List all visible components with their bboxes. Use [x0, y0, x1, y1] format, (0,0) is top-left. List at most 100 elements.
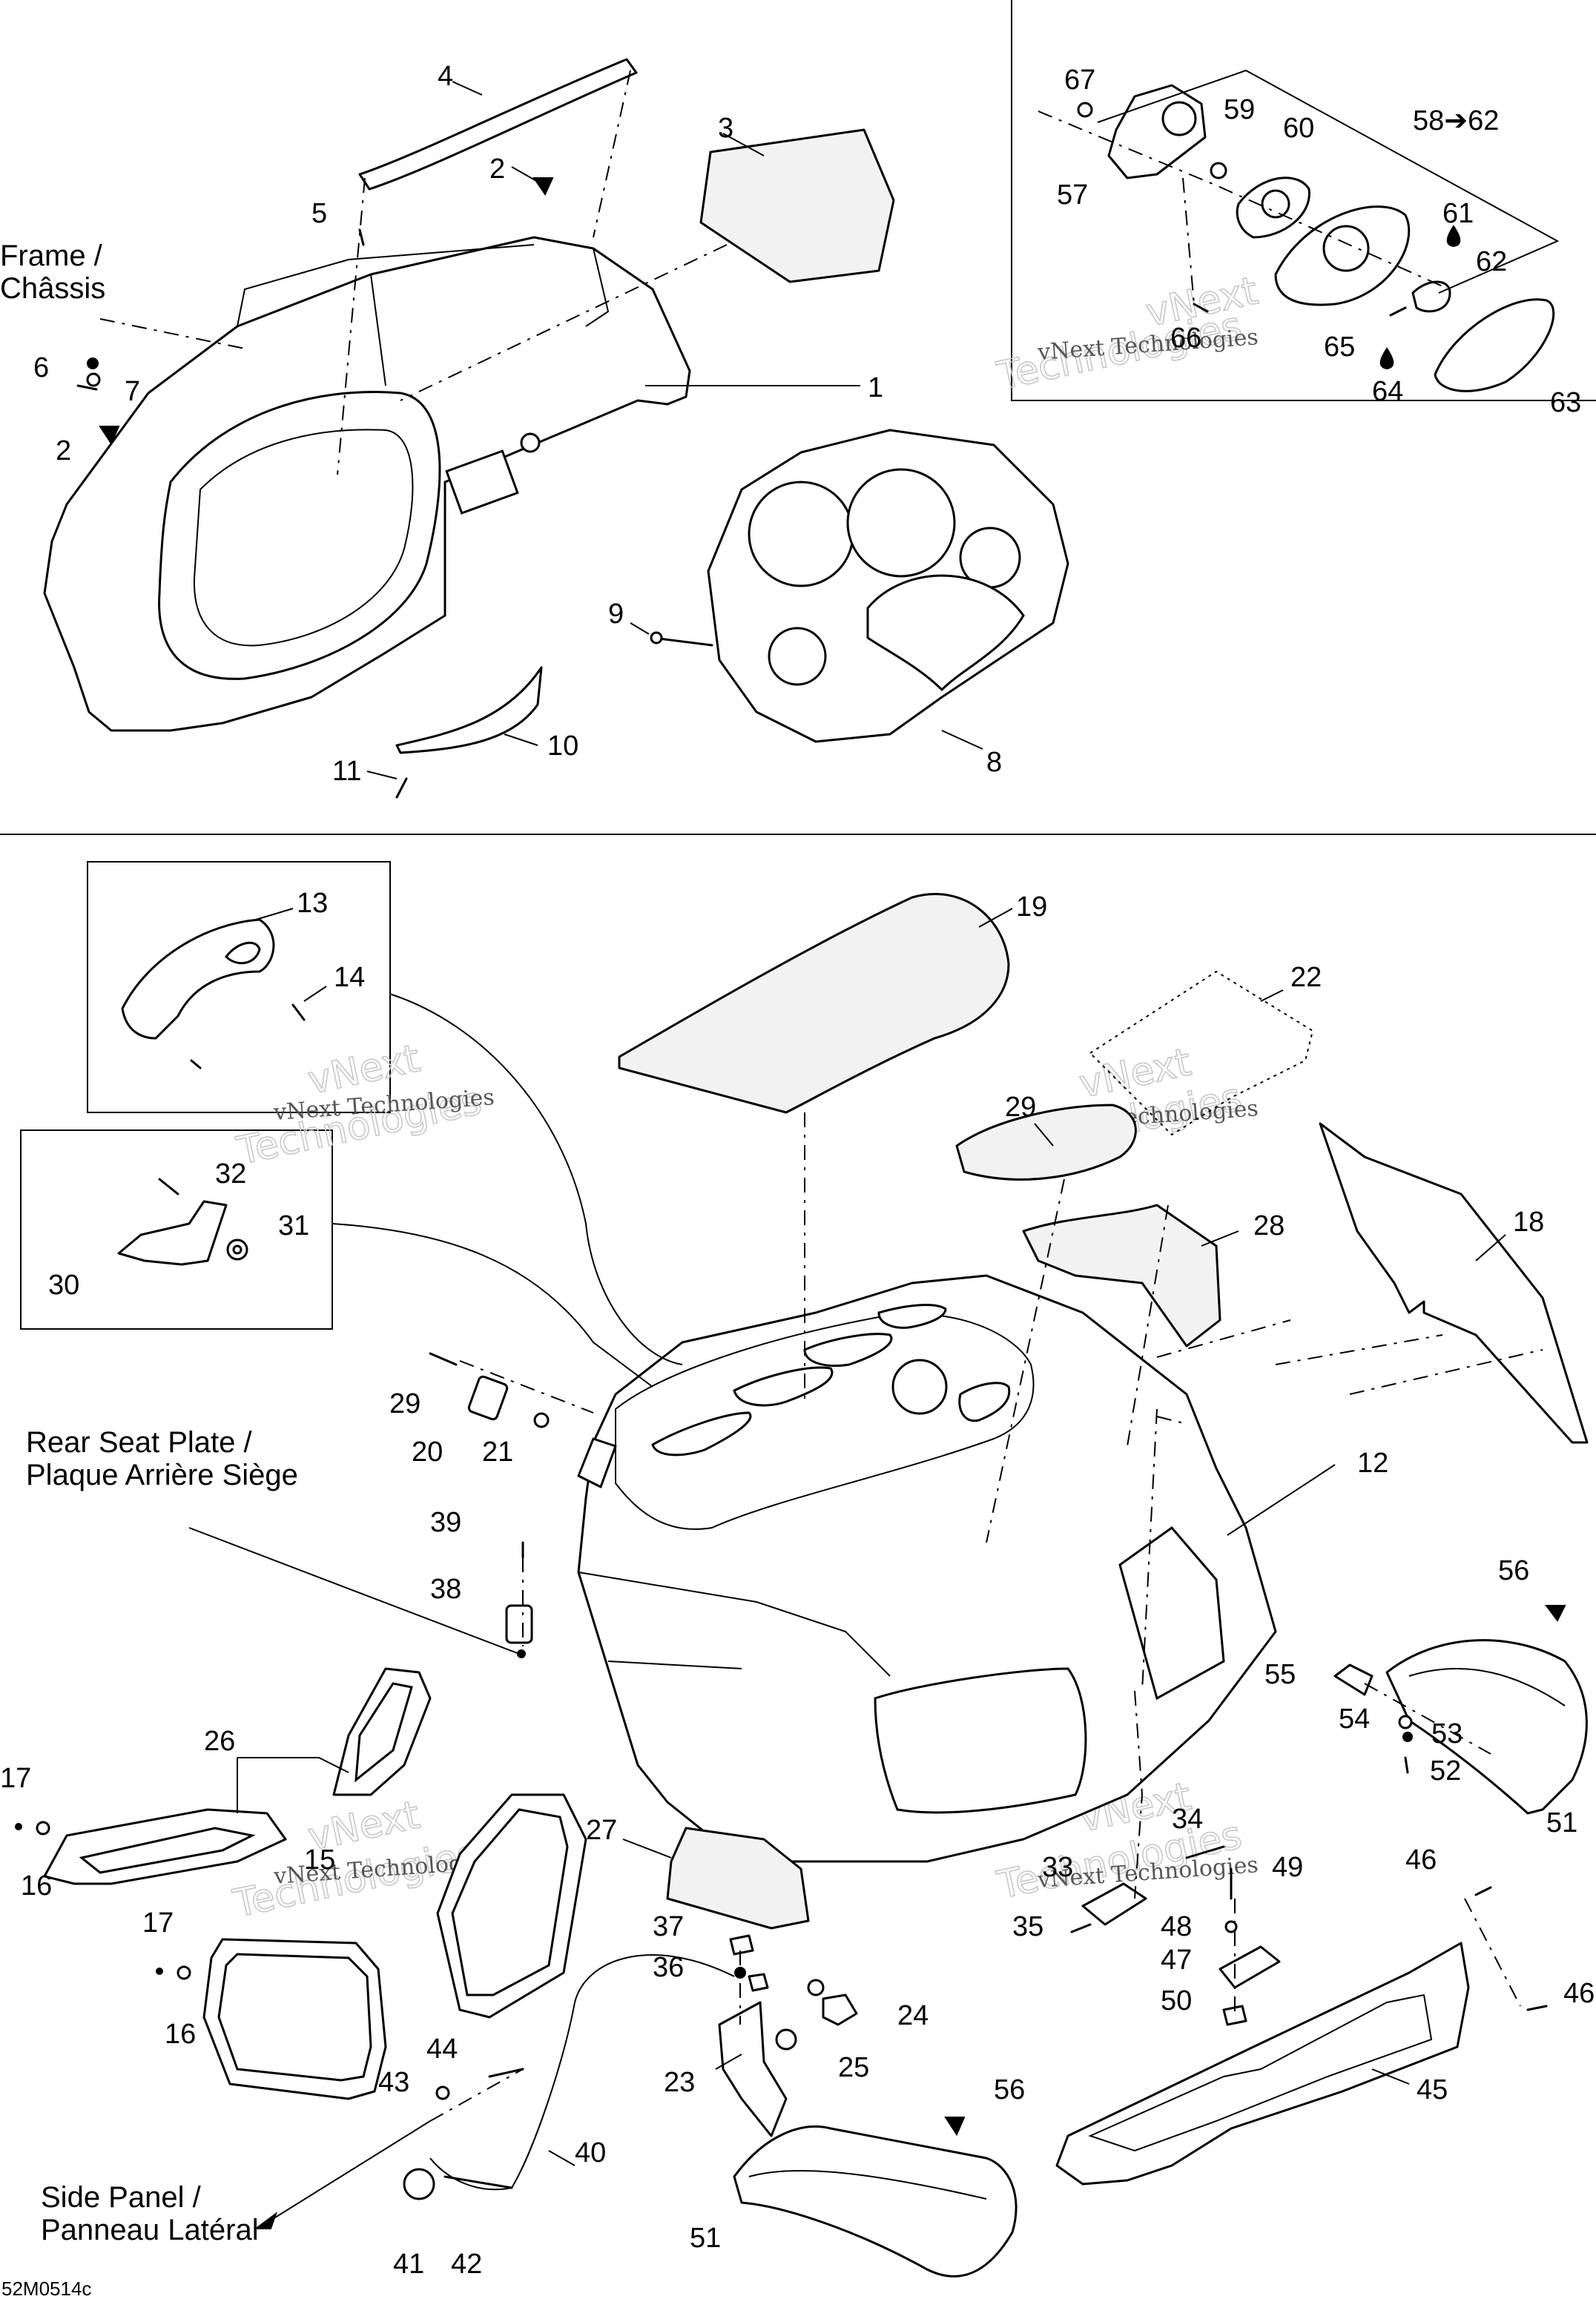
- part-12-slot-5: [958, 1382, 1011, 1422]
- part-1-dash-hole: [520, 432, 541, 453]
- part-26-scoop-a-inner: [79, 1827, 256, 1874]
- callout-50: 50: [1161, 1985, 1192, 2016]
- part-56-fastener-left: [944, 2117, 966, 2137]
- callout-21: 21: [482, 1437, 513, 1468]
- leader-26: [237, 1757, 349, 1813]
- part-12-slot-4: [877, 1304, 947, 1329]
- callout-60: 60: [1283, 113, 1314, 144]
- part-5-screw: [358, 228, 365, 246]
- rear-seat-label-line2: Plaque Arrière Siège: [26, 1459, 298, 1491]
- leader-4: [452, 81, 483, 96]
- part-12-seat-recess: [615, 1313, 1035, 1530]
- part-8-gauge-ring-2: [846, 468, 956, 578]
- part-54-washer: [1398, 1715, 1413, 1729]
- leader-rear-seat: [188, 1527, 520, 1655]
- part-51-bumper-left: [733, 2125, 1018, 2278]
- callout-63: 63: [1550, 387, 1581, 418]
- part-48-washer: [1224, 1920, 1238, 1933]
- callout-23: 23: [664, 2067, 695, 2098]
- part-1-dash-opening: [158, 391, 441, 680]
- part-67-nut: [1077, 102, 1093, 118]
- leader-cover-curve: [389, 993, 683, 1365]
- part-51-bumper-right-edge: [1408, 1668, 1566, 1706]
- part-15-vent-b-inner: [217, 1953, 372, 2082]
- part-12-ledge: [578, 1572, 891, 1677]
- leader-28: [1201, 1230, 1239, 1247]
- frame-label-line2: Châssis: [0, 272, 105, 305]
- callout-34: 34: [1172, 1804, 1203, 1835]
- part-25-nut: [775, 2028, 797, 2051]
- callout-28: 28: [1253, 1210, 1285, 1241]
- part-12-rear-body: [577, 1274, 1277, 1863]
- part-2-fastener-a: [532, 177, 554, 197]
- part-34-pin: [1185, 1845, 1225, 1859]
- part-41-ring: [403, 2168, 435, 2200]
- leader-43-44-dash: [429, 2068, 524, 2122]
- callout-41: 41: [393, 2249, 424, 2280]
- part-4-grab-bar: [358, 58, 638, 191]
- callout-53: 53: [1431, 1718, 1463, 1749]
- part-22-sheet: [1089, 970, 1314, 1136]
- part-64-drop-icon: [1379, 347, 1394, 370]
- callout-64: 64: [1372, 376, 1403, 407]
- part-13-cover: [121, 918, 275, 1040]
- callout-47: 47: [1161, 1945, 1192, 1976]
- callout-1: 1: [868, 372, 883, 403]
- callout-43: 43: [378, 2067, 409, 2098]
- part-1-dash-edge: [237, 244, 535, 327]
- callout-8: 8: [986, 747, 1002, 778]
- callout-2: 2: [56, 435, 71, 466]
- part-6-nut: [87, 357, 99, 369]
- callout-20: 20: [412, 1437, 443, 1468]
- callout-29: 29: [1005, 1092, 1036, 1123]
- callout-5: 5: [311, 198, 327, 229]
- leader-bracket-curve: [332, 1223, 653, 1388]
- part-12-tab: [577, 1437, 617, 1488]
- part-12-slot-3: [803, 1333, 893, 1368]
- part-42-spring: [443, 2175, 513, 2189]
- leader-frame-dash: [99, 318, 245, 349]
- part-59-spring: [1210, 162, 1227, 179]
- part-17-pin-b: [156, 1968, 163, 1975]
- part-8-gauge-ring-4: [768, 627, 827, 686]
- leader-8: [941, 730, 983, 750]
- part-13-cover-inner: [225, 941, 261, 965]
- callout-42: 42: [451, 2249, 482, 2280]
- part-51-bumper-right: [1385, 1639, 1588, 1815]
- callout-61: 61: [1442, 198, 1474, 229]
- part-29-pad: [955, 1104, 1137, 1181]
- leader-45: [1371, 2068, 1410, 2085]
- callout-40: 40: [575, 2137, 606, 2169]
- callout-11: 11: [332, 756, 361, 787]
- leader-14: [303, 986, 327, 1002]
- leader-23: [715, 2054, 742, 2070]
- leader-46-dash: [1464, 1898, 1521, 2007]
- callout-4: 4: [438, 61, 453, 92]
- callout-17: 17: [0, 1763, 31, 1794]
- part-58-plate-center: [1322, 225, 1370, 272]
- part-12-slot-2: [733, 1366, 834, 1407]
- inset-speaker-dash2: [1182, 177, 1195, 305]
- inset-box-cover: [87, 861, 391, 1113]
- leader-main-dashes: [804, 1112, 1543, 1543]
- callout-22: 22: [1290, 962, 1322, 993]
- callout-38: 38: [430, 1574, 461, 1605]
- part-1-dash-inner: [193, 429, 414, 647]
- callout-62: 62: [1476, 246, 1507, 277]
- part-18-panel: [1319, 1122, 1589, 1444]
- callout-13: 13: [297, 888, 328, 919]
- part-50-clip: [1222, 2005, 1247, 2026]
- part-38-bumper: [505, 1604, 533, 1644]
- part-1-dash-slot: [445, 449, 519, 515]
- part-46-screw-b: [1526, 2005, 1548, 2011]
- callout-10: 10: [547, 730, 578, 762]
- callout-9: 9: [608, 598, 624, 630]
- part-19-seat-pad: [618, 893, 1010, 1114]
- leader-12: [1227, 1464, 1336, 1536]
- leader-11: [366, 771, 398, 779]
- part-8-gauge-ring-1: [748, 481, 854, 587]
- part-27-panel: [666, 1827, 810, 1930]
- frame-label-line1: Frame /: [0, 240, 103, 272]
- leader-2a: [511, 166, 538, 182]
